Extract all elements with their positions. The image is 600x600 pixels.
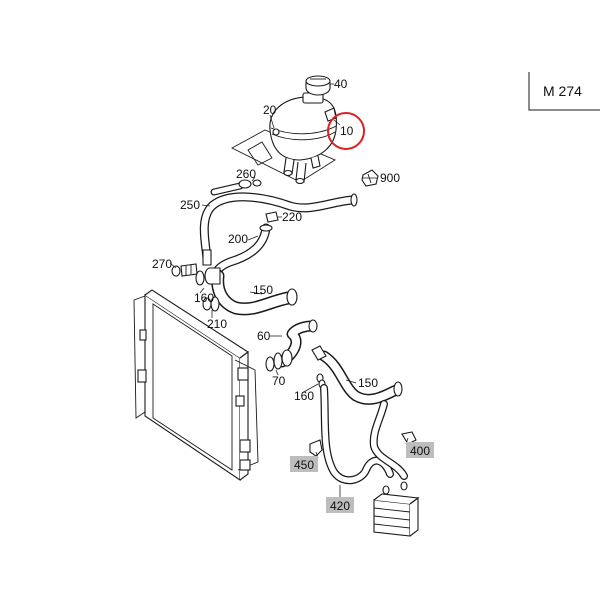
callout-10[interactable]: 10 [340, 124, 354, 138]
clip-220[interactable] [265, 211, 279, 223]
coupling-160-210-upper[interactable] [195, 267, 221, 312]
callout-420: 420 [330, 499, 350, 513]
highlight-circle-part-10 [327, 112, 365, 150]
callout-labels: 40 20 10 900 260 250 220 200 270 150 160… [152, 77, 434, 513]
expansion-tank-cap[interactable] [305, 75, 331, 96]
callout-250[interactable]: 250 [180, 198, 200, 212]
callout-420-box[interactable]: 420 [326, 497, 354, 513]
callout-150-lower[interactable]: 150 [358, 376, 378, 390]
callout-160-lower[interactable]: 160 [294, 389, 314, 403]
coupling-70[interactable] [265, 349, 293, 372]
callout-900[interactable]: 900 [380, 171, 400, 185]
expansion-tank-bracket[interactable] [231, 129, 336, 183]
callout-40[interactable]: 40 [334, 77, 348, 91]
hose-250[interactable] [199, 192, 358, 266]
transmission-oil-cooler[interactable] [373, 481, 420, 537]
callout-60[interactable]: 60 [257, 329, 271, 343]
callout-400-box[interactable]: 400 [406, 442, 434, 458]
hose-150-lower[interactable] [311, 345, 403, 405]
callout-150-upper[interactable]: 150 [253, 283, 273, 297]
hose-420[interactable] [320, 384, 408, 485]
hose-150-upper[interactable] [211, 269, 298, 316]
callout-70[interactable]: 70 [272, 374, 286, 388]
callout-450: 450 [294, 458, 314, 472]
callout-400: 400 [410, 444, 430, 458]
fitting-450[interactable] [309, 439, 323, 457]
callout-450-box[interactable]: 450 [290, 456, 318, 472]
engine-code-box: M 274 [528, 72, 600, 111]
connector-260[interactable] [210, 179, 262, 196]
hose-60[interactable] [276, 319, 318, 368]
radiator[interactable] [133, 289, 259, 482]
callout-270[interactable]: 270 [152, 257, 172, 271]
clip-400[interactable] [401, 431, 417, 445]
callout-260[interactable]: 260 [236, 167, 256, 181]
callout-220[interactable]: 220 [282, 210, 302, 224]
coolant-expansion-tank[interactable] [269, 92, 337, 185]
engine-code-label: M 274 [543, 83, 582, 99]
callout-20[interactable]: 20 [263, 103, 277, 117]
callout-160-upper[interactable]: 160 [194, 291, 214, 305]
bleed-screw-270[interactable] [171, 263, 198, 277]
callout-200[interactable]: 200 [228, 232, 248, 246]
callout-210[interactable]: 210 [207, 317, 227, 331]
